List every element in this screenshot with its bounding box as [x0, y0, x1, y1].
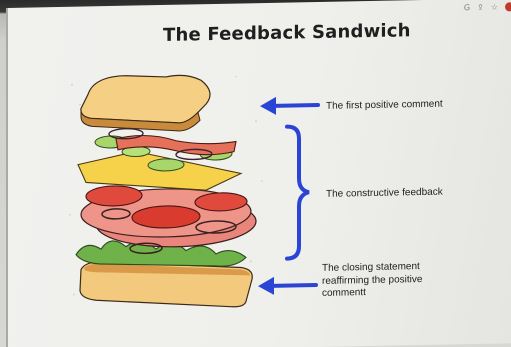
- sandwich-illustration: [69, 74, 263, 308]
- slide: G ⇪ ☆ The Feedback Sandwich: [6, 0, 511, 347]
- speckles: [69, 75, 263, 296]
- top-arrow-icon: [260, 96, 320, 115]
- browser-toolbar: G ⇪ ☆: [464, 2, 511, 12]
- share-icon[interactable]: ⇪: [477, 2, 484, 12]
- label-closing-line-3: commentt: [322, 287, 366, 299]
- label-first-positive-comment: The first positive comment: [326, 98, 443, 112]
- bottom-arrow-icon: [258, 276, 318, 295]
- lettuce: [75, 240, 247, 267]
- label-constructive-feedback: The constructive feedback: [326, 186, 443, 200]
- bottom-bread: [79, 261, 253, 308]
- slide-title: The Feedback Sandwich: [163, 20, 411, 46]
- curly-brace-icon: [285, 124, 310, 261]
- extension-icon[interactable]: [505, 2, 511, 12]
- google-icon[interactable]: G: [463, 3, 471, 13]
- star-icon[interactable]: ☆: [490, 2, 498, 12]
- top-bread: [80, 74, 211, 132]
- label-closing-line-2: reaffirming the positive: [322, 273, 423, 287]
- label-closing-statement: The closing statement reaffirming the po…: [322, 261, 422, 300]
- onion-rings: [108, 127, 213, 161]
